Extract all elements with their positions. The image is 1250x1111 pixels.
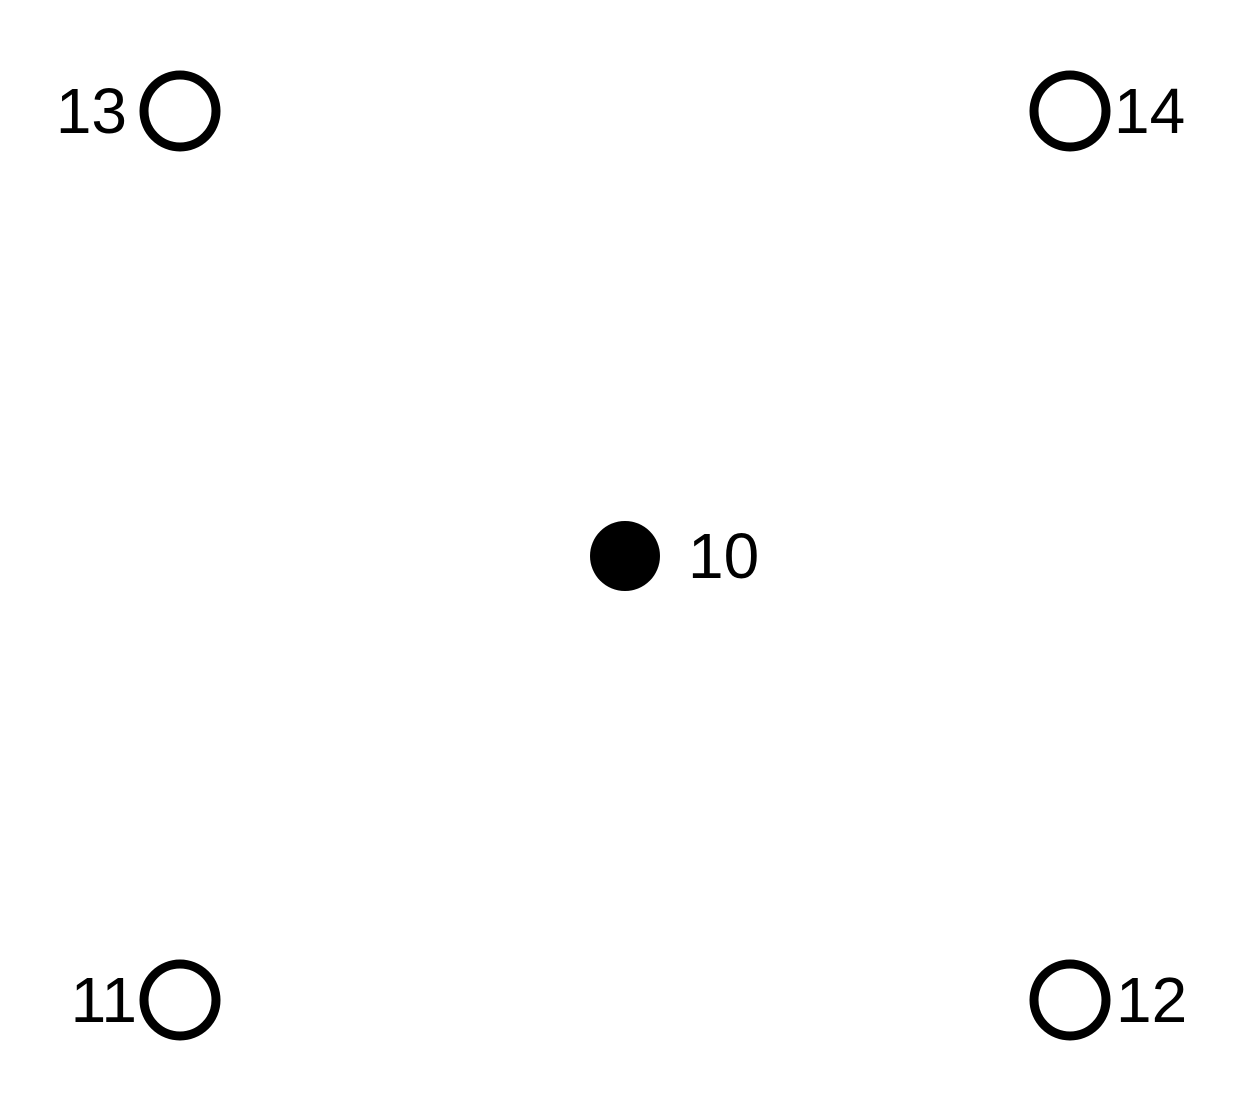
node-11: 11	[71, 959, 221, 1041]
node-14: 14	[1029, 70, 1185, 152]
node-13-marker	[139, 70, 221, 152]
node-11-marker	[139, 959, 221, 1041]
node-10: 10	[590, 520, 759, 592]
node-14-marker	[1029, 70, 1111, 152]
node-10-label: 10	[688, 520, 759, 592]
node-12-label: 12	[1116, 964, 1187, 1036]
node-14-label: 14	[1114, 75, 1185, 147]
node-10-marker	[590, 521, 660, 591]
node-13-label: 13	[56, 75, 127, 147]
node-12-marker	[1029, 959, 1111, 1041]
node-13: 13	[56, 70, 221, 152]
node-11-label: 11	[71, 964, 137, 1036]
node-12: 12	[1029, 959, 1187, 1041]
